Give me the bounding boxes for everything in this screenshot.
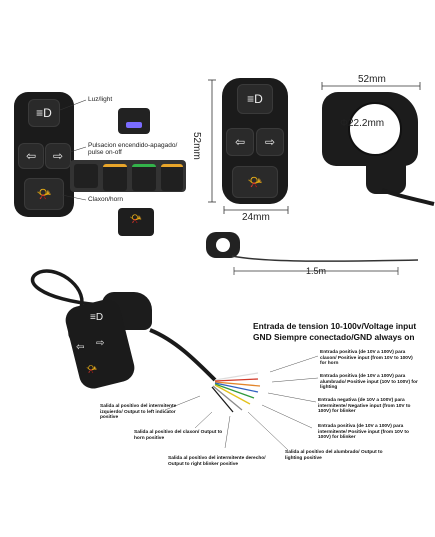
left-arrow-icon: ⇦ [76,342,85,353]
switch-with-cable: ≡D ⇦ ⇨ 📯 [62,292,156,392]
left-indicator-button: ⇦ [18,143,44,169]
horn-icon: 📯 [247,175,263,189]
headlight-icon: ≡D [36,106,52,120]
left-indicator-button: ⇦ [226,128,254,156]
right-arrow-icon: ⇨ [52,149,64,163]
horn-icon: 📯 [129,214,143,225]
voltage-heading-1: Entrada de tension 10-100v/Voltage input [253,321,417,331]
clamp-cable [231,255,419,262]
horn-button: 📯 [24,178,64,210]
wire-label-horn-input: Entrada positiva (de 10V a 100V) para cl… [320,350,413,367]
dimension-height: 52mm [191,132,202,160]
voltage-heading-2: GND Siempre conectado/GND always on [253,332,415,342]
dimension-diameter: Φ22.2mm [340,118,385,129]
clamp-mount [206,232,240,258]
dimension-width: 52mm [358,74,386,85]
wire-label-blinker-negative: Entrada negativa (de 10V a 100V) para in… [318,398,411,415]
headlight-icon: ≡D [90,312,104,323]
horn-button: 📯 [232,166,278,198]
indicator-leds-photo-strip [70,160,186,192]
wire-label-right-blinker-out: Salida al positivo del intermitente dere… [168,456,266,467]
wire-label-lighting-input: Entrada positiva (de 10V a 100V) para al… [320,374,418,391]
wire-label-lighting-out: Salida al positivo del alumbrado/ Output… [285,450,383,461]
dimension-cable-length: 1.5m [306,266,327,276]
light-button: ≡D [237,84,273,114]
left-arrow-icon: ⇦ [25,149,37,163]
horn-icon: 📯 [86,364,98,374]
right-arrow-icon: ⇨ [264,135,276,149]
wire-label-left-indicator-out: Salida al positivo del intermitente izqu… [100,404,177,421]
right-arrow-icon: ⇨ [96,338,105,349]
label-pulse-2: pulse on-off [88,149,122,156]
label-horn: Claxon/horn [88,196,124,203]
horn-icon: 📯 [36,187,52,201]
label-light: Luz/light [88,96,113,103]
light-button: ≡D [28,99,60,127]
horn-button-photo: 📯 [118,208,154,236]
wire-label-horn-out: Salida al positivo del claxon/ Output to… [134,430,223,441]
left-arrow-icon: ⇦ [234,135,246,149]
switch-side-view [322,92,418,202]
label-pulse-1: Pulsacion encendido-apagado/ [88,142,178,149]
headlight-icon: ≡D [247,92,263,106]
right-indicator-button: ⇨ [256,128,284,156]
right-indicator-button: ⇨ [45,143,71,169]
wire-label-blinker-positive: Entrada positiva (de 10V a 100V) para in… [318,424,409,441]
light-led-photo [118,108,150,134]
dimension-depth: 24mm [242,212,270,223]
side-view-cable [381,188,435,206]
